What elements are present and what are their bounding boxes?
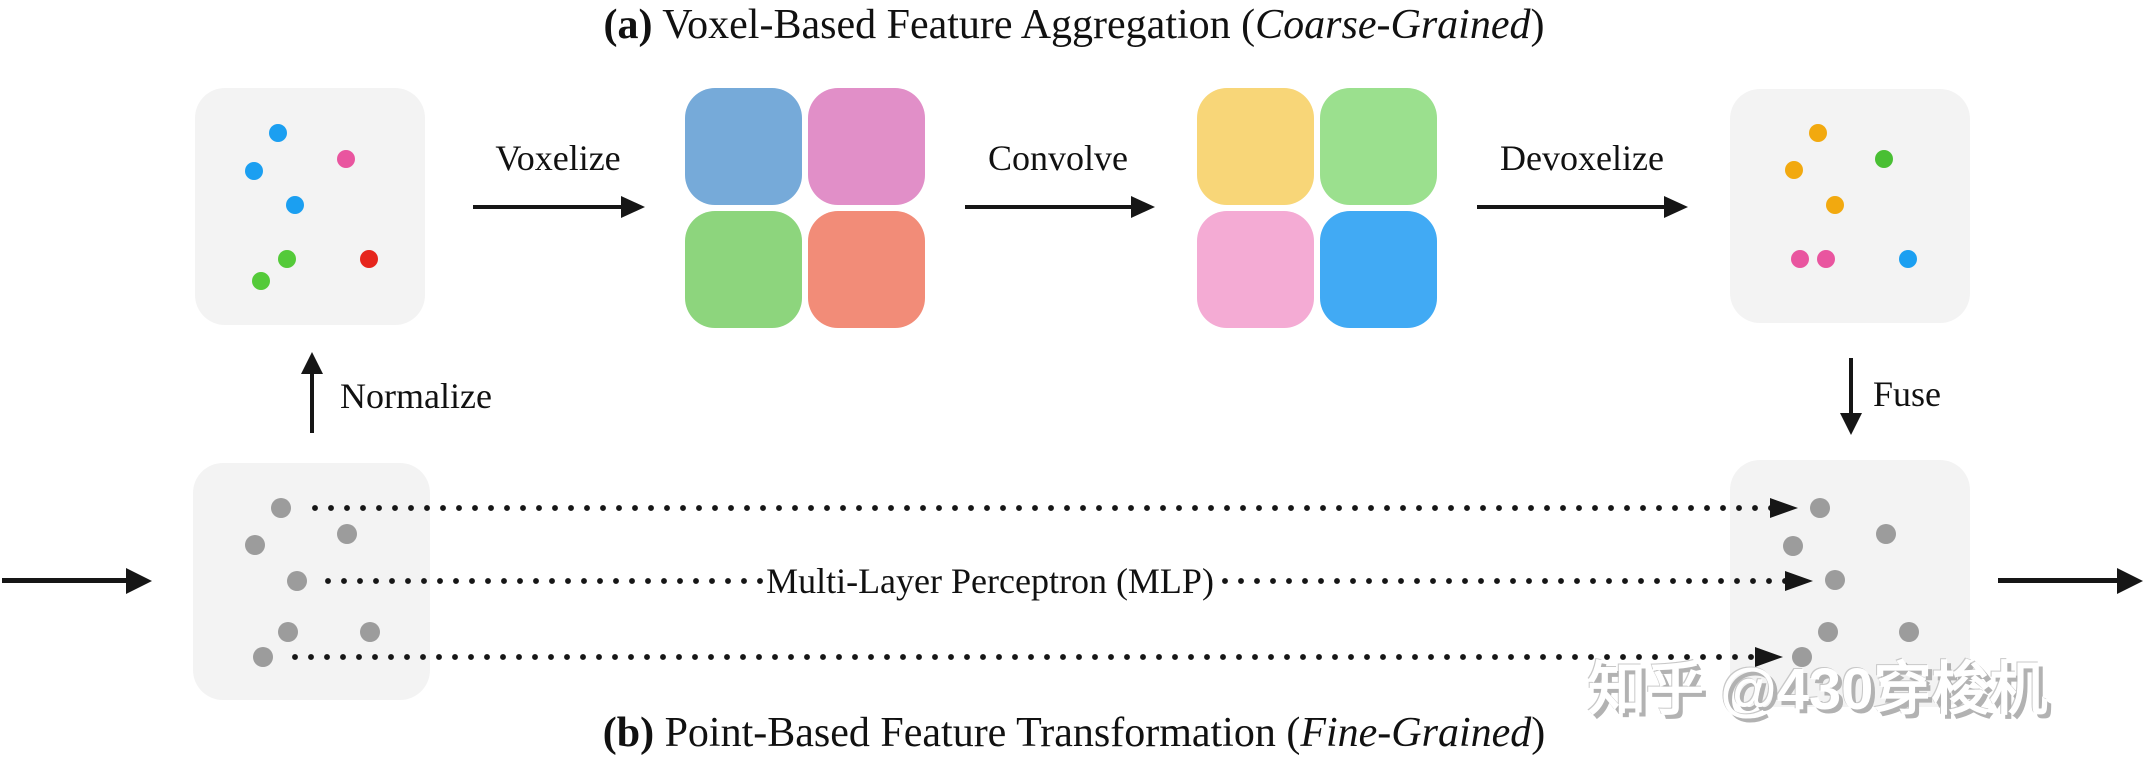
watermark: 知乎 @430穿梭机 (1588, 657, 2048, 722)
mlp-dotted-arrowhead-middle-icon (1785, 571, 1813, 591)
voxelize-arrow-line (473, 205, 621, 209)
mlp-dotted-line-top (307, 505, 1770, 511)
fuse-label: Fuse (1873, 374, 1942, 414)
point-dot (278, 250, 296, 268)
voxel-cell (1320, 211, 1437, 328)
point-dot (360, 250, 378, 268)
point-dot (253, 647, 273, 667)
point-dot (1876, 524, 1896, 544)
voxelize-arrowhead-icon (621, 196, 645, 218)
voxel-cell (1320, 88, 1437, 205)
point-dot (1875, 150, 1893, 168)
point-dot (1899, 622, 1919, 642)
point-dot (245, 535, 265, 555)
point-dot (252, 272, 270, 290)
section-a-text: Voxel-Based Feature Aggregation ( (652, 2, 1256, 48)
section-a-close: ) (1530, 2, 1545, 48)
point-dot (1817, 250, 1835, 268)
devoxelize-label: Devoxelize (1500, 138, 1664, 178)
mlp-dotted-line-bottom (287, 654, 1755, 660)
point-dot (360, 622, 380, 642)
section-b-close: ) (1531, 710, 1546, 756)
voxel-cell (1197, 211, 1314, 328)
point-dot (1818, 622, 1838, 642)
point-dot (337, 150, 355, 168)
point-dot (245, 162, 263, 180)
point-dot (337, 524, 357, 544)
mlp-dotted-line-middle-right (1217, 578, 1785, 584)
voxel-cell (808, 211, 925, 328)
normalize-arrowhead-icon (301, 352, 323, 374)
point-dot (271, 498, 291, 518)
voxel-cell (808, 88, 925, 205)
point-dot (1899, 250, 1917, 268)
entry-arrowhead-icon (126, 568, 152, 594)
devoxelize-arrow-line (1477, 205, 1664, 209)
point-dot (287, 571, 307, 591)
pointcloud-input (195, 88, 425, 325)
section-a-title: (a) Voxel-Based Feature Aggregation (Coa… (604, 2, 1545, 48)
point-dot (1783, 536, 1803, 556)
point-dot (278, 622, 298, 642)
devoxelize-arrowhead-icon (1664, 196, 1688, 218)
point-dot (1809, 124, 1827, 142)
point-dot (269, 124, 287, 142)
normalize-label: Normalize (340, 376, 492, 416)
voxel-grid-aggregated (685, 88, 925, 328)
mlp-dotted-arrowhead-top-icon (1770, 498, 1798, 518)
fuse-arrow-line (1849, 358, 1853, 414)
section-a-italic: Coarse-Grained (1255, 2, 1531, 48)
mlp-label: Multi-Layer Perceptron (MLP) (766, 561, 1214, 601)
fuse-arrowhead-icon (1840, 413, 1862, 435)
convolve-arrowhead-icon (1131, 196, 1155, 218)
point-dot (1810, 498, 1830, 518)
section-b-tag: (b) (602, 710, 655, 756)
exit-arrowhead-icon (2117, 568, 2143, 594)
convolve-arrow-line (965, 205, 1131, 209)
section-b-text: Point-Based Feature Transformation ( (654, 710, 1301, 756)
point-dot (1826, 196, 1844, 214)
section-b-title: (b) Point-Based Feature Transformation (… (603, 710, 1546, 756)
point-dot (1785, 161, 1803, 179)
voxel-cell (1197, 88, 1314, 205)
exit-arrow-line (1998, 578, 2117, 583)
entry-arrow-line (2, 578, 126, 583)
section-b-italic: Fine-Grained (1300, 710, 1532, 756)
point-dot (1792, 647, 1812, 667)
mlp-dotted-arrowhead-bottom-icon (1755, 647, 1783, 667)
section-a-tag: (a) (603, 2, 653, 48)
point-dot (1791, 250, 1809, 268)
voxelize-label: Voxelize (495, 138, 621, 178)
pointcloud-devoxelized (1730, 89, 1970, 323)
voxel-cell (685, 88, 802, 205)
voxel-grid-convolved (1197, 88, 1437, 328)
point-dot (286, 196, 304, 214)
voxel-cell (685, 211, 802, 328)
convolve-label: Convolve (988, 138, 1128, 178)
point-dot (1825, 570, 1845, 590)
mlp-dotted-line-middle-left (320, 578, 765, 584)
normalize-arrow-line (310, 370, 314, 433)
